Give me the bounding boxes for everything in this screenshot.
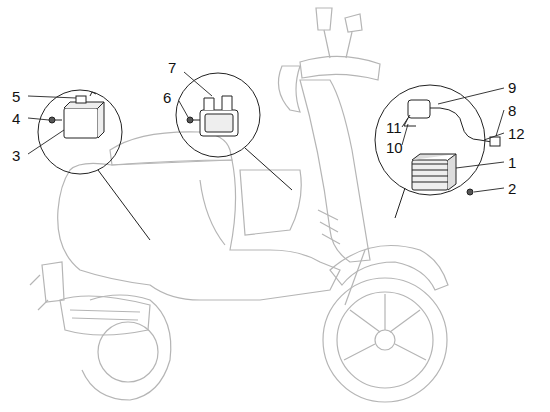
callout-number: 4 bbox=[12, 111, 20, 126]
callout-number: 8 bbox=[508, 103, 516, 118]
callout-number: 2 bbox=[508, 181, 516, 196]
callout-number: 7 bbox=[168, 60, 176, 75]
callout-number: 10 bbox=[386, 140, 403, 155]
callout-number: 9 bbox=[508, 80, 516, 95]
callout-number: 6 bbox=[163, 90, 171, 105]
callout-number: 5 bbox=[12, 89, 20, 104]
callout-number: 12 bbox=[508, 126, 525, 141]
callout-number: 1 bbox=[508, 155, 516, 170]
callout-number: 11 bbox=[386, 120, 402, 135]
callout-number: 3 bbox=[12, 148, 20, 163]
